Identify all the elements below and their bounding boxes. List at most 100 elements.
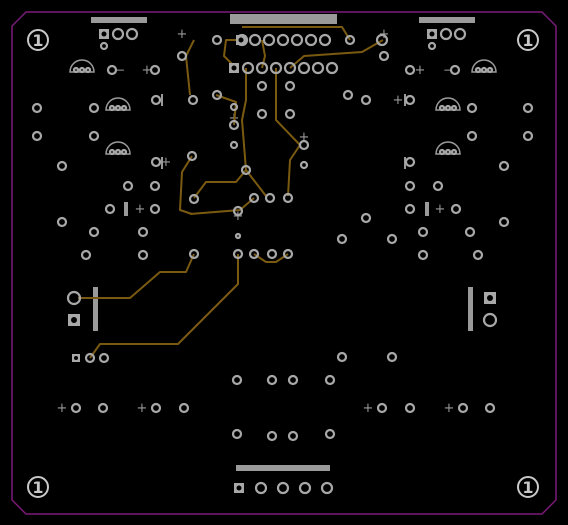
round-pad[interactable]	[111, 27, 125, 41]
round-pad[interactable]	[256, 80, 268, 92]
round-pad[interactable]	[457, 402, 469, 414]
round-pad[interactable]	[439, 27, 453, 41]
round-pad[interactable]	[282, 192, 294, 204]
round-pad[interactable]	[427, 41, 437, 51]
round-pad[interactable]	[404, 64, 416, 76]
round-pad[interactable]	[262, 33, 276, 47]
mount-hole-bottom-left[interactable]: 1	[27, 476, 49, 498]
round-pad[interactable]	[188, 248, 200, 260]
round-pad[interactable]	[287, 430, 299, 442]
round-pad[interactable]	[386, 233, 398, 245]
round-pad[interactable]	[104, 203, 116, 215]
round-pad[interactable]	[336, 351, 348, 363]
round-pad[interactable]	[80, 249, 92, 261]
round-pad[interactable]	[84, 66, 92, 74]
round-pad[interactable]	[254, 481, 268, 495]
round-pad[interactable]	[404, 94, 416, 106]
round-pad[interactable]	[276, 481, 290, 495]
round-pad[interactable]	[450, 203, 462, 215]
round-pad[interactable]	[298, 139, 310, 151]
round-pad[interactable]	[284, 108, 296, 120]
round-pad[interactable]	[186, 150, 198, 162]
round-pad[interactable]	[234, 232, 242, 240]
square-pad[interactable]	[234, 483, 244, 493]
round-pad[interactable]	[66, 290, 82, 306]
round-pad[interactable]	[283, 61, 297, 75]
round-pad[interactable]	[122, 180, 134, 192]
round-pad[interactable]	[149, 180, 161, 192]
round-pad[interactable]	[376, 402, 388, 414]
round-pad[interactable]	[240, 164, 252, 176]
round-pad[interactable]	[522, 130, 534, 142]
round-pad[interactable]	[324, 428, 336, 440]
round-pad[interactable]	[304, 33, 318, 47]
mount-hole-top-left[interactable]: 1	[27, 29, 49, 51]
round-pad[interactable]	[466, 102, 478, 114]
round-pad[interactable]	[404, 203, 416, 215]
round-pad[interactable]	[486, 66, 494, 74]
round-pad[interactable]	[137, 226, 149, 238]
round-pad[interactable]	[269, 61, 283, 75]
round-pad[interactable]	[472, 249, 484, 261]
square-pad[interactable]	[236, 35, 246, 45]
round-pad[interactable]	[417, 226, 429, 238]
round-pad[interactable]	[78, 66, 86, 74]
round-pad[interactable]	[474, 66, 482, 74]
round-pad[interactable]	[88, 226, 100, 238]
round-pad[interactable]	[298, 481, 312, 495]
round-pad[interactable]	[336, 233, 348, 245]
round-pad[interactable]	[137, 249, 149, 261]
round-pad[interactable]	[417, 249, 429, 261]
round-pad[interactable]	[99, 41, 109, 51]
round-pad[interactable]	[299, 160, 309, 170]
round-pad[interactable]	[108, 148, 116, 156]
round-pad[interactable]	[241, 61, 255, 75]
round-pad[interactable]	[266, 248, 278, 260]
round-pad[interactable]	[229, 102, 239, 112]
round-pad[interactable]	[31, 102, 43, 114]
round-pad[interactable]	[282, 248, 294, 260]
round-pad[interactable]	[320, 481, 334, 495]
round-pad[interactable]	[255, 61, 269, 75]
round-pad[interactable]	[342, 89, 354, 101]
round-pad[interactable]	[125, 27, 139, 41]
round-pad[interactable]	[290, 33, 304, 47]
round-pad[interactable]	[235, 33, 249, 47]
round-pad[interactable]	[229, 140, 239, 150]
round-pad[interactable]	[120, 104, 128, 112]
round-pad[interactable]	[248, 33, 262, 47]
round-pad[interactable]	[31, 130, 43, 142]
round-pad[interactable]	[287, 374, 299, 386]
round-pad[interactable]	[450, 148, 458, 156]
round-pad[interactable]	[187, 94, 199, 106]
round-pad[interactable]	[84, 352, 96, 364]
round-pad[interactable]	[325, 61, 339, 75]
round-pad[interactable]	[344, 34, 356, 46]
round-pad[interactable]	[231, 374, 243, 386]
round-pad[interactable]	[248, 248, 260, 260]
round-pad[interactable]	[56, 216, 68, 228]
round-pad[interactable]	[484, 402, 496, 414]
round-pad[interactable]	[466, 130, 478, 142]
round-pad[interactable]	[114, 104, 122, 112]
round-pad[interactable]	[276, 33, 290, 47]
round-pad[interactable]	[72, 66, 80, 74]
round-pad[interactable]	[318, 33, 332, 47]
round-pad[interactable]	[498, 160, 510, 172]
round-pad[interactable]	[188, 193, 200, 205]
round-pad[interactable]	[149, 64, 161, 76]
round-pad[interactable]	[360, 212, 372, 224]
round-pad[interactable]	[378, 50, 390, 62]
round-pad[interactable]	[404, 156, 416, 168]
round-pad[interactable]	[449, 64, 461, 76]
mount-hole-bottom-right[interactable]: 1	[517, 476, 539, 498]
round-pad[interactable]	[264, 192, 276, 204]
round-pad[interactable]	[70, 402, 82, 414]
round-pad[interactable]	[266, 374, 278, 386]
round-pad[interactable]	[149, 203, 161, 215]
round-pad[interactable]	[88, 102, 100, 114]
round-pad[interactable]	[150, 156, 162, 168]
round-pad[interactable]	[88, 130, 100, 142]
round-pad[interactable]	[106, 64, 118, 76]
round-pad[interactable]	[450, 104, 458, 112]
